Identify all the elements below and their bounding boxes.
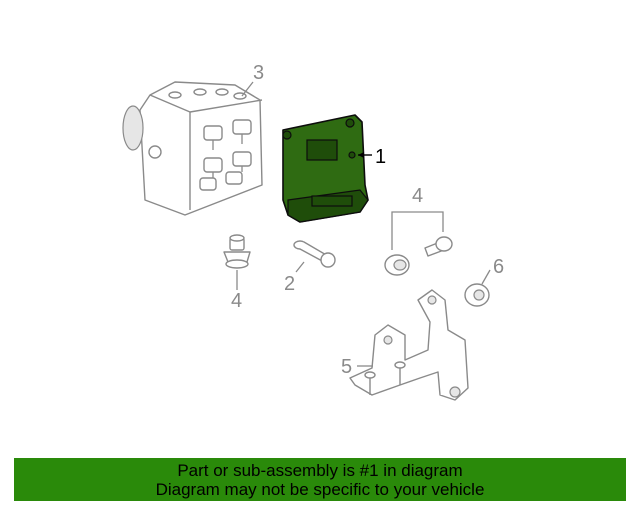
callout-6: 6 <box>493 256 504 278</box>
abs-hydraulic-unit <box>122 81 263 216</box>
abs-valve-stems <box>199 119 252 191</box>
isolator-part-4-right <box>384 254 410 276</box>
banner-line-2: Diagram may not be specific to your vehi… <box>155 479 485 499</box>
nut-part-6 <box>464 283 490 307</box>
banner-line-1: Part or sub-assembly is #1 in diagram <box>177 460 463 480</box>
callout-4-right: 4 <box>412 185 423 207</box>
abs-top-ports <box>168 88 247 100</box>
info-banner: Part or sub-assembly is #1 in diagram Di… <box>14 458 626 501</box>
leader-lines <box>236 81 491 367</box>
parts-diagram: 3 1 4 4 2 6 5 <box>122 62 504 401</box>
bracket-part-5 <box>349 289 469 401</box>
callout-1: 1 <box>375 146 386 168</box>
callout-3: 3 <box>253 62 264 84</box>
callout-5: 5 <box>341 356 352 378</box>
stud-part-4-right <box>424 236 453 257</box>
callout-4-left: 4 <box>231 290 242 312</box>
callout-2: 2 <box>284 273 295 295</box>
control-module-part-1 <box>282 114 369 223</box>
bolt-part-2 <box>293 240 336 268</box>
grommet-part-4-left <box>223 234 251 269</box>
